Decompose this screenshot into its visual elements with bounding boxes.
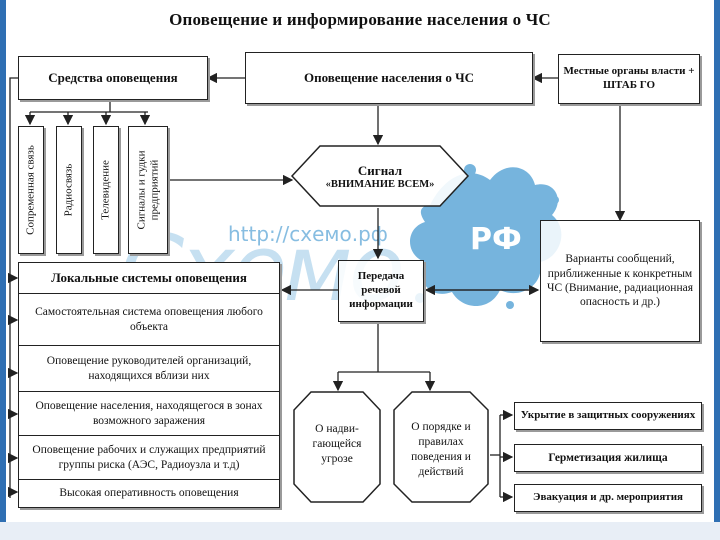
octagon-threat: О надви- гающейся угрозе	[312, 423, 362, 465]
list-item: Самостоятельная система оповещения любог…	[19, 293, 279, 345]
variants-box: Варианты сообщений, приближенные к конкр…	[540, 220, 700, 342]
signal-title: Сигнал	[357, 162, 403, 178]
slide-frame-right	[714, 0, 720, 540]
means-item-label: Сопременная связь	[24, 145, 37, 235]
notify-box: Оповещение населения о ЧС	[245, 52, 533, 104]
local-systems-header: Локальные системы оповещения	[51, 270, 247, 285]
action-shelter: Укрытие в защитных сооружениях	[514, 402, 702, 430]
list-item: Оповещение рабочих и служащих предприяти…	[19, 435, 279, 479]
means-box: Средства оповещения	[18, 56, 208, 100]
list-item: Оповещение руководителей организаций, на…	[19, 345, 279, 391]
watermark-rf: РФ	[470, 222, 522, 257]
means-item-label: Радиосвязь	[62, 163, 75, 217]
action-sealing: Герметизация жилища	[514, 444, 702, 472]
octagon-threat-shape	[293, 391, 381, 503]
page-title: Оповещение и информирование населения о …	[169, 10, 551, 29]
signal-subtitle: «ВНИМАНИЕ ВСЕМ»	[325, 178, 435, 190]
list-item: Оповещение населения, находящегося в зон…	[19, 391, 279, 435]
local-systems-box: Локальные системы оповещения Самостоятел…	[18, 262, 280, 508]
octagon-rules: О порядке и правилах поведения и действи…	[411, 421, 471, 478]
means-item-label: Сигналы и гудки предприятий	[135, 150, 160, 230]
means-item-sirens: Сигналы и гудки предприятий	[128, 126, 168, 254]
action-evacuation: Эвакуация и др. мероприятия	[514, 484, 702, 512]
slide-frame-left	[0, 0, 6, 540]
watermark-url: http://схемо.рф	[228, 222, 388, 246]
octagon-rules-shape	[393, 391, 489, 503]
means-item-tv: Телевидение	[93, 126, 119, 254]
means-item-label: Телевидение	[99, 160, 112, 220]
signal-shape	[290, 145, 470, 207]
local-authority-box: Местные органы власти + ШТАБ ГО	[558, 54, 700, 104]
means-item-radio: Радиосвязь	[56, 126, 82, 254]
speech-box: Передача речевой информации	[338, 260, 424, 322]
list-item: Высокая оперативность оповещения	[19, 479, 279, 507]
slide-frame-bottom	[0, 522, 720, 540]
means-item-communication: Сопременная связь	[18, 126, 44, 254]
signal-label: Сигнал «ВНИМАНИЕ ВСЕМ»	[292, 146, 468, 206]
